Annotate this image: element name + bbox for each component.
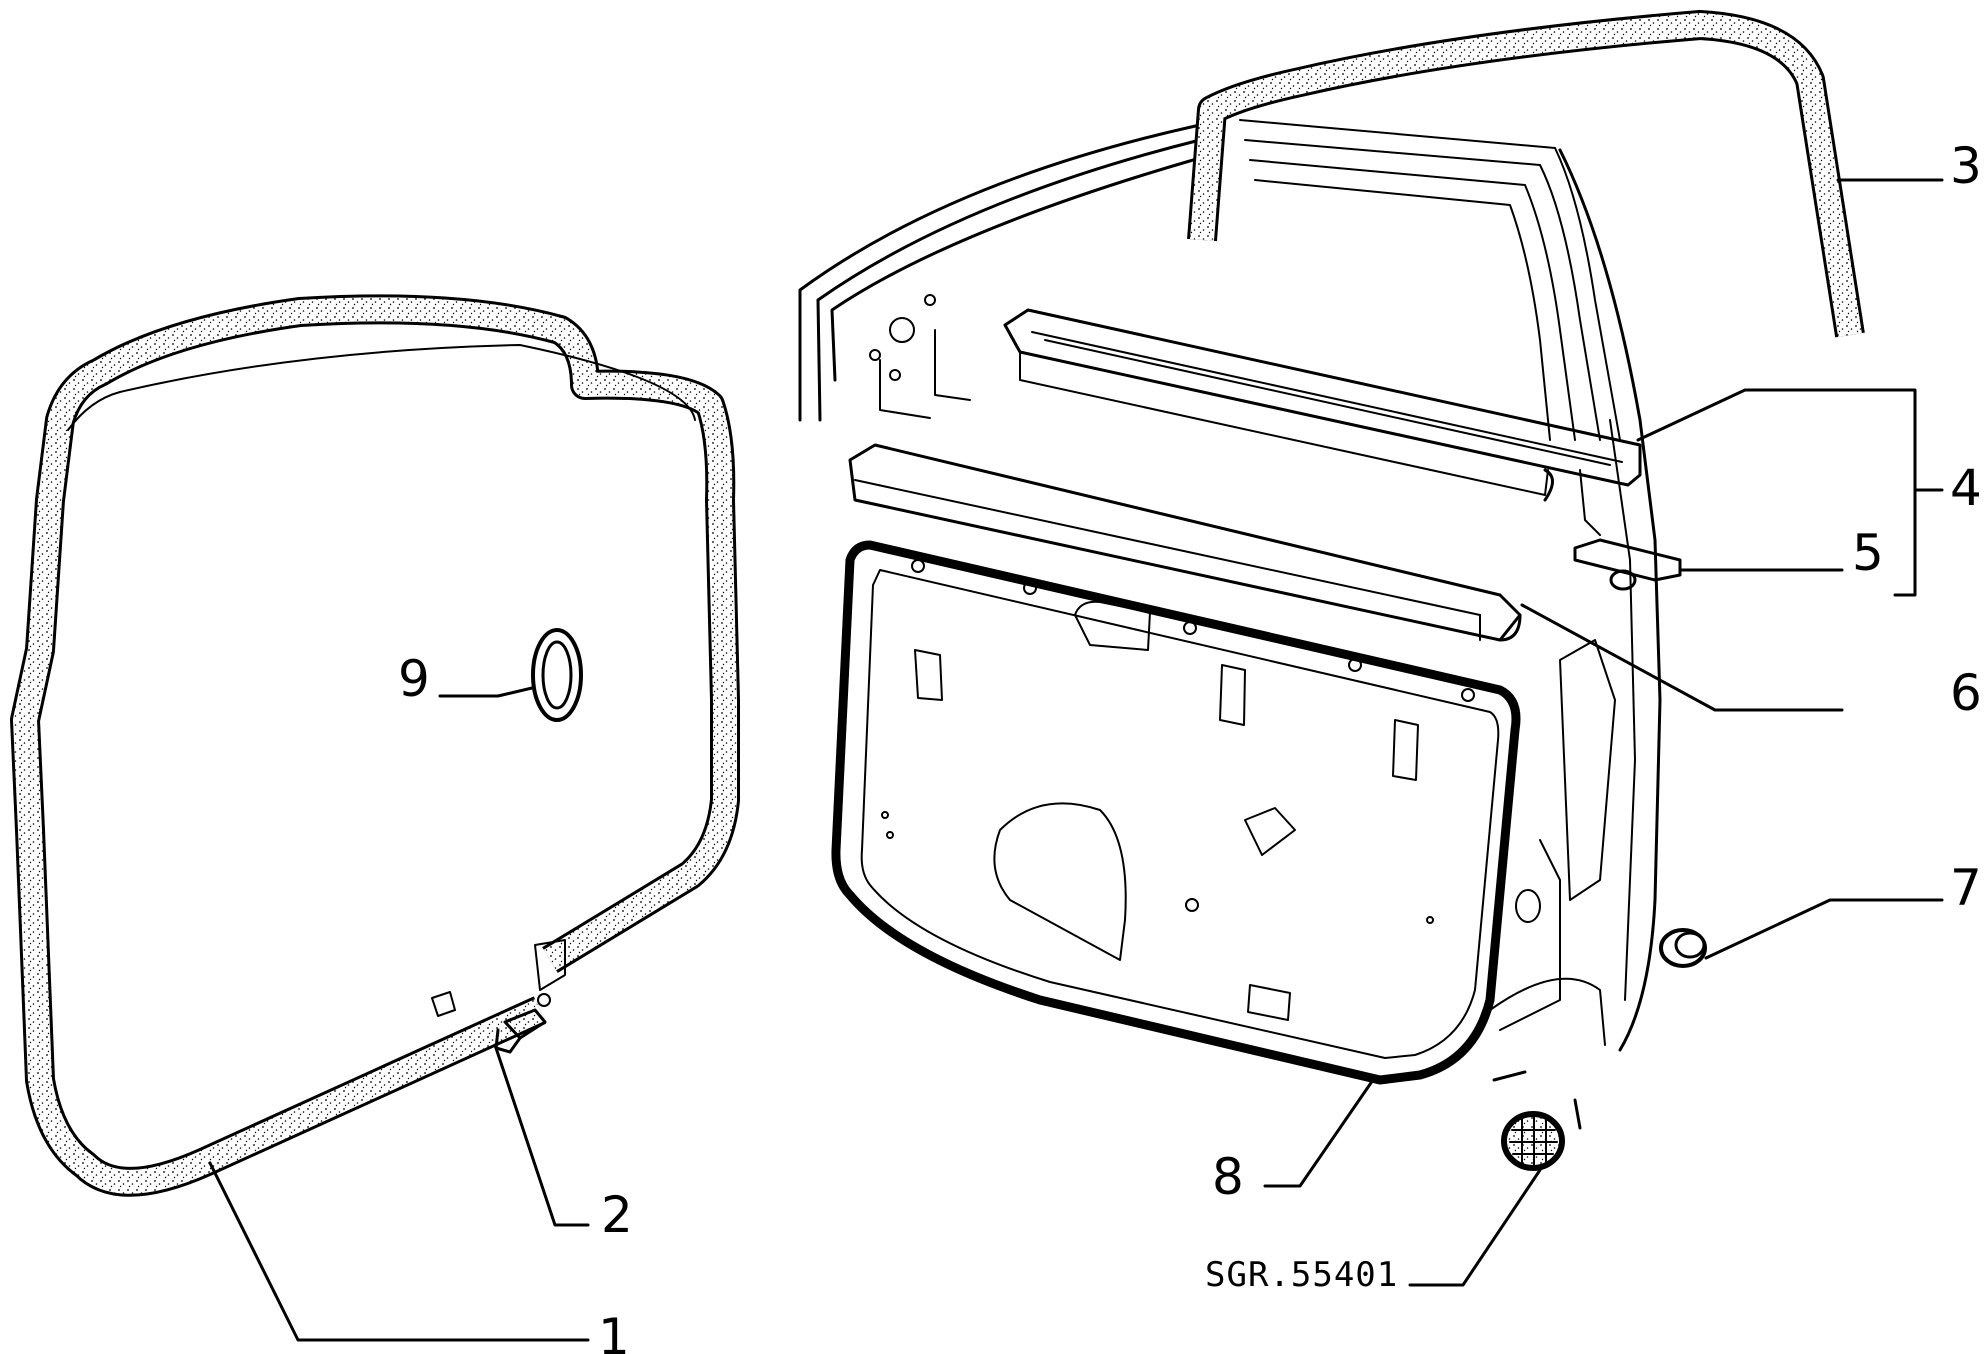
door-seal-part-1 xyxy=(10,294,740,1197)
fastener-part-2 xyxy=(494,993,551,1054)
window-seal-part-3 xyxy=(1187,10,1865,338)
bracket-part-5 xyxy=(1573,469,1682,591)
leader-lines xyxy=(208,178,1944,1342)
part-code-label: SGR.55401 xyxy=(1205,1255,1398,1295)
callout-9: 9 xyxy=(398,650,430,708)
callout-5: 5 xyxy=(1852,524,1884,582)
door-trim-panel-part-8 xyxy=(831,540,1521,1085)
callout-1: 1 xyxy=(598,1308,630,1354)
callout-4: 4 xyxy=(1950,459,1982,517)
callout-6: 6 xyxy=(1950,664,1982,722)
door-frame xyxy=(798,119,1662,1052)
callout-8: 8 xyxy=(1212,1148,1244,1206)
round-plug-part-7 xyxy=(1659,928,1707,968)
belt-molding-part-4 xyxy=(1003,308,1642,502)
belt-molding-part-6 xyxy=(848,443,1522,642)
callout-3: 3 xyxy=(1950,137,1982,195)
oval-grommet-part-9 xyxy=(531,628,583,722)
callout-labels: 1 2 3 4 5 6 7 8 9 SGR.55401 xyxy=(398,137,1982,1354)
mesh-plug xyxy=(1492,1070,1582,1171)
callout-2: 2 xyxy=(601,1186,633,1244)
callout-7: 7 xyxy=(1950,859,1982,917)
